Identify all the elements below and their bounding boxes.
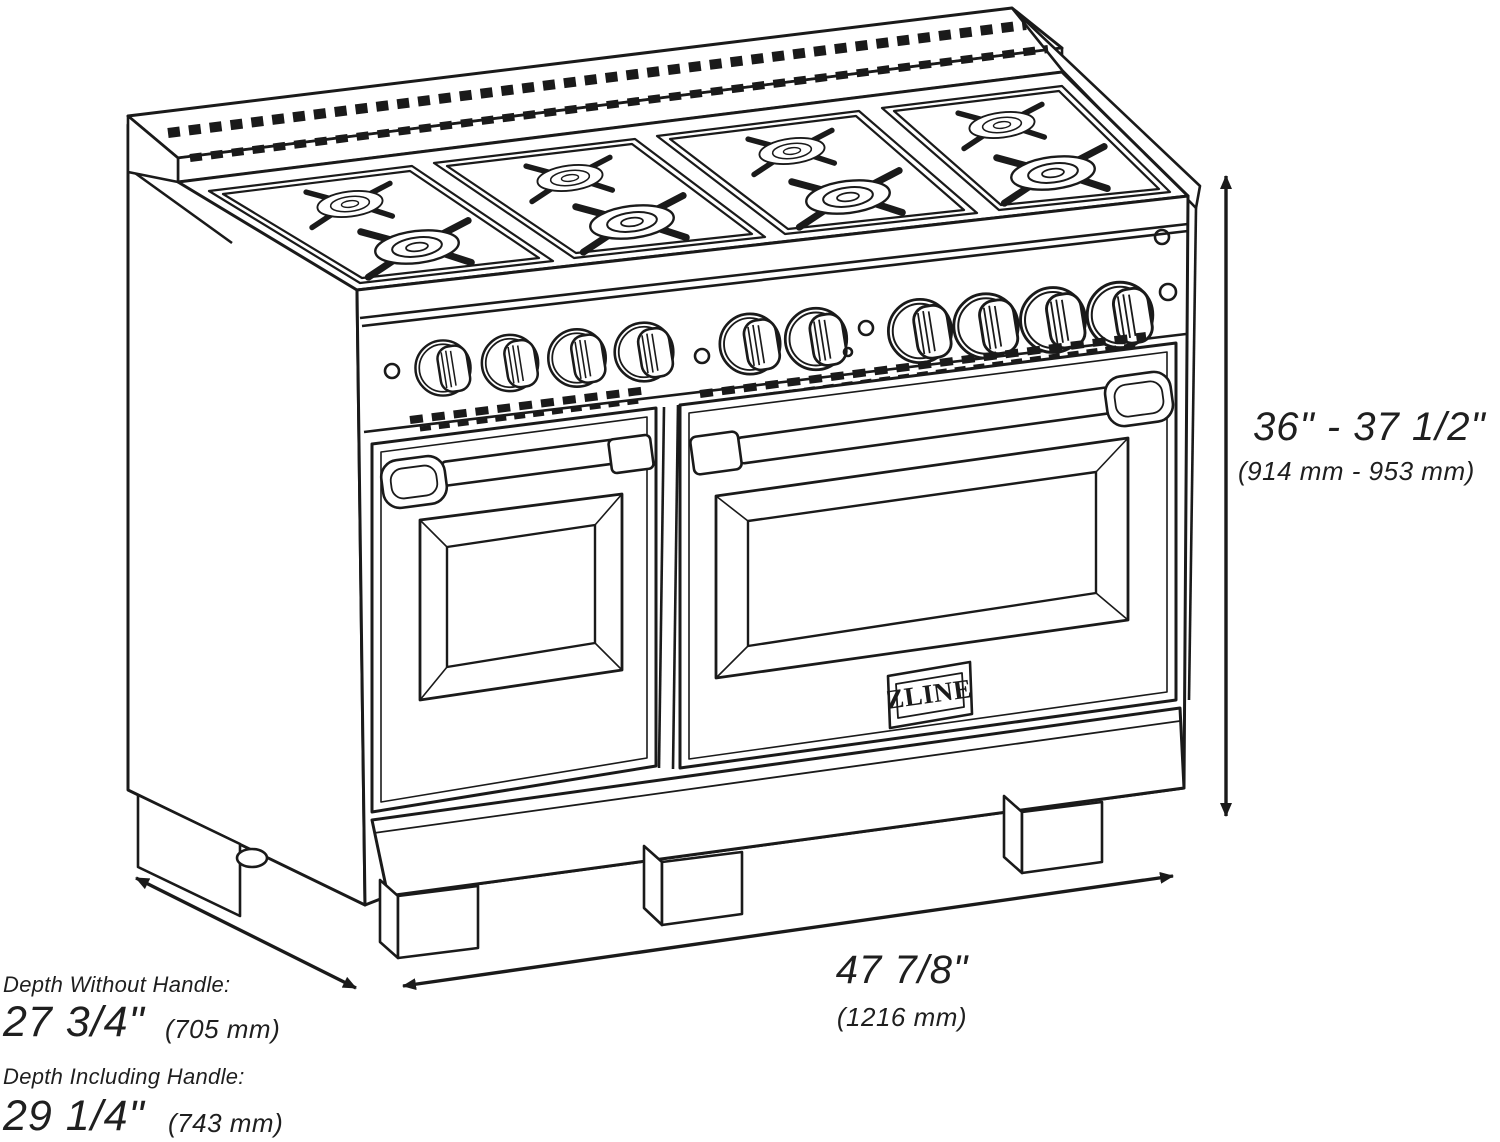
- oven-door-left: [370, 406, 658, 814]
- depth-without-handle-metric: (705 mm): [165, 1014, 281, 1044]
- burner-grates: [207, 84, 1172, 285]
- indicator-light: [857, 319, 875, 337]
- control-knob: [718, 312, 784, 376]
- brand-badge: ZLINE: [884, 660, 974, 730]
- oven-door-left-handle: [379, 433, 655, 510]
- control-knobs: [383, 228, 1178, 397]
- foot: [660, 850, 744, 927]
- indicator-light: [383, 362, 401, 380]
- screw-hole: [1153, 228, 1171, 246]
- depth-without-handle-value: 27 3/4": [3, 998, 145, 1046]
- indicator-light: [1158, 282, 1178, 302]
- width-dimension-value: 47 7/8": [835, 948, 969, 992]
- depth-including-handle-metric: (743 mm): [168, 1108, 284, 1138]
- door-gap: [657, 404, 680, 770]
- leveling-leg: [235, 847, 269, 869]
- foot: [1020, 800, 1104, 875]
- oven-door-right-handle: [689, 370, 1175, 476]
- foot: [396, 884, 480, 960]
- control-knob: [886, 297, 955, 365]
- depth-without-handle-title: Depth Without Handle:: [3, 972, 231, 997]
- dimension-arrows: [135, 175, 1232, 991]
- vent-grille-hatches: [167, 20, 1049, 162]
- igniter-dot: [842, 346, 854, 358]
- control-knob: [480, 333, 541, 393]
- height-dimension-value: 36" - 37 1/2": [1253, 405, 1486, 449]
- depth-arrow: [135, 876, 357, 990]
- height-dimension-metric: (914 mm - 953 mm): [1238, 456, 1475, 486]
- oven-window-right: [714, 436, 1130, 680]
- oven-door-right: ZLINE: [678, 341, 1178, 770]
- indicator-light: [693, 347, 711, 365]
- kick-plate: [370, 706, 1186, 898]
- control-knob: [547, 328, 609, 388]
- depth-including-handle-title: Depth Including Handle:: [3, 1064, 245, 1089]
- width-dimension-metric: (1216 mm): [836, 1002, 968, 1032]
- control-knob: [414, 339, 474, 397]
- control-knob: [783, 306, 850, 372]
- width-arrow: [402, 871, 1174, 991]
- control-knob: [613, 321, 677, 383]
- depth-including-handle-value: 29 1/4": [3, 1092, 145, 1140]
- control-knob: [952, 292, 1022, 360]
- oven-window-left: [418, 492, 624, 702]
